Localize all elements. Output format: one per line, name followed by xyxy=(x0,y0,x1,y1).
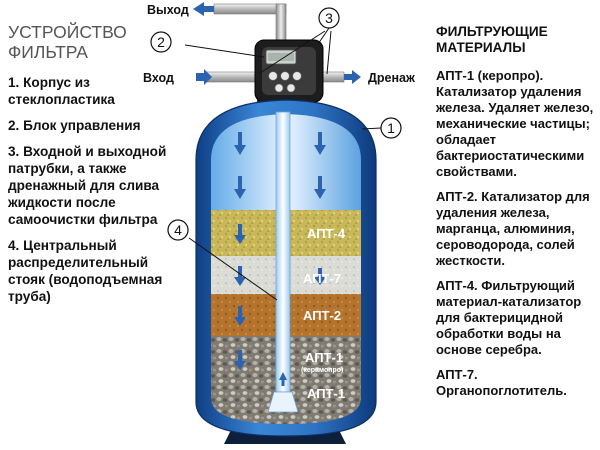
callout-number-1: 1 xyxy=(387,120,395,136)
material-item-apt1: АПТ-1 (керопро). Катализатор удаления же… xyxy=(436,68,594,179)
callout-3: 3 xyxy=(318,7,340,29)
outlet-label: Выход xyxy=(147,3,189,17)
down-arrow xyxy=(234,266,246,286)
device-parts-list: 1. Корпус из стеклопластика 2. Блок упра… xyxy=(8,74,178,314)
drain-label: Дренаж xyxy=(368,71,415,85)
callout-number-4: 4 xyxy=(174,222,182,238)
control-button-3 xyxy=(292,71,302,81)
down-arrow xyxy=(234,306,246,326)
layer-label-apt2: АПТ-2 xyxy=(303,308,341,323)
materials-title-line-2: МАТЕРИАЛЫ xyxy=(436,40,526,55)
down-arrow xyxy=(234,350,246,370)
down-arrow xyxy=(314,268,326,285)
callout-number-2: 2 xyxy=(157,34,165,50)
down-arrow xyxy=(234,224,246,244)
device-title-line-1: УСТРОЙСТВО xyxy=(8,22,127,42)
materials-list: АПТ-1 (керопро). Катализатор удаления же… xyxy=(436,68,598,408)
callout-number-3: 3 xyxy=(325,10,333,26)
part-item-2: 2. Блок управления xyxy=(8,118,141,133)
callout-2: 2 xyxy=(150,31,172,53)
control-button-1 xyxy=(268,71,278,81)
layer-label-apt1-bottom: АПТ-1 xyxy=(307,386,345,401)
downflow-arrows xyxy=(234,132,326,370)
central-riser xyxy=(267,111,299,413)
control-button-2 xyxy=(280,71,290,81)
control-button-5 xyxy=(286,83,296,93)
callout-leaders xyxy=(184,27,382,301)
down-arrow xyxy=(234,176,246,199)
material-item-apt7: АПТ-7. Органопоглотитель. xyxy=(436,367,567,398)
inlet-label: Вход xyxy=(143,71,174,85)
inlet-arrow xyxy=(196,69,212,85)
callout-4: 4 xyxy=(167,219,189,241)
outlet-arrow xyxy=(193,2,214,16)
layer-label-apt7: АПТ-7 xyxy=(303,271,341,286)
materials-title: ФИЛЬТРУЮЩИЕ МАТЕРИАЛЫ xyxy=(436,24,548,56)
control-button-4 xyxy=(274,83,284,93)
down-arrow xyxy=(314,132,326,155)
riser-strainer xyxy=(267,391,299,413)
device-title-line-2: ФИЛЬТРА xyxy=(8,42,88,62)
drain-arrow xyxy=(344,70,361,84)
part-item-4: 4. Центральный распределительный стояк (… xyxy=(8,238,163,304)
layer-label-apt4: АПТ-4 xyxy=(307,226,346,241)
callout-1: 1 xyxy=(380,117,402,139)
layer-label-apt1-top: АПТ-1 xyxy=(305,350,343,365)
device-title: УСТРОЙСТВО ФИЛЬТРА xyxy=(8,22,127,62)
material-item-apt4: АПТ-4. Фильтрующий материал-катализатор … xyxy=(436,278,582,357)
down-arrow xyxy=(314,176,326,199)
layer-label-apt1-sub: (керамопро) xyxy=(301,367,343,374)
material-item-apt2: АПТ-2. Катализатор для удаления железа, … xyxy=(436,189,590,268)
materials-title-line-1: ФИЛЬТРУЮЩИЕ xyxy=(436,24,548,39)
down-arrow xyxy=(234,132,246,155)
callouts: 1 2 3 4 xyxy=(150,7,402,241)
part-item-1: 1. Корпус из стеклопластика xyxy=(8,75,115,107)
part-item-3: 3. Входной и выходной патрубки, а также … xyxy=(8,144,167,227)
